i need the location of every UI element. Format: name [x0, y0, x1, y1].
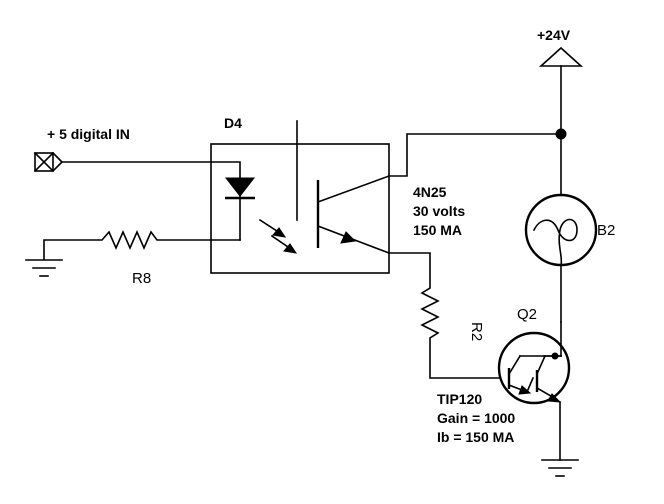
wire-collector-supply [388, 133, 562, 177]
optocoupler-package [210, 143, 390, 274]
r8-label: R8 [132, 270, 151, 287]
q2-part: TIP120 [437, 391, 482, 407]
supply-24v [538, 46, 584, 135]
q2-base-current: Ib = 150 MA [437, 429, 514, 445]
lamp-b2 [524, 133, 598, 323]
lamp-label: B2 [597, 222, 615, 239]
q2-label: Q2 [517, 306, 537, 323]
phototransistor-symbol [296, 120, 391, 255]
optocoupler-voltage: 30 volts [413, 203, 465, 219]
resistor-r8 [43, 230, 241, 260]
ground-right [541, 459, 579, 477]
ground-left [25, 259, 63, 277]
supply-label: +24V [537, 27, 571, 43]
led-symbol [224, 177, 256, 241]
input-connector [33, 151, 241, 179]
emission-arrows [258, 218, 298, 254]
r2-label: R2 [468, 322, 485, 341]
optocoupler-part: 4N25 [413, 184, 447, 200]
input-label: + 5 digital IN [47, 126, 130, 142]
transistor-q2 [497, 321, 571, 461]
q2-gain: Gain = 1000 [437, 410, 515, 426]
optocoupler-designator: D4 [224, 115, 242, 131]
resistor-r2 [388, 252, 501, 379]
optocoupler-current: 150 MA [413, 222, 462, 238]
